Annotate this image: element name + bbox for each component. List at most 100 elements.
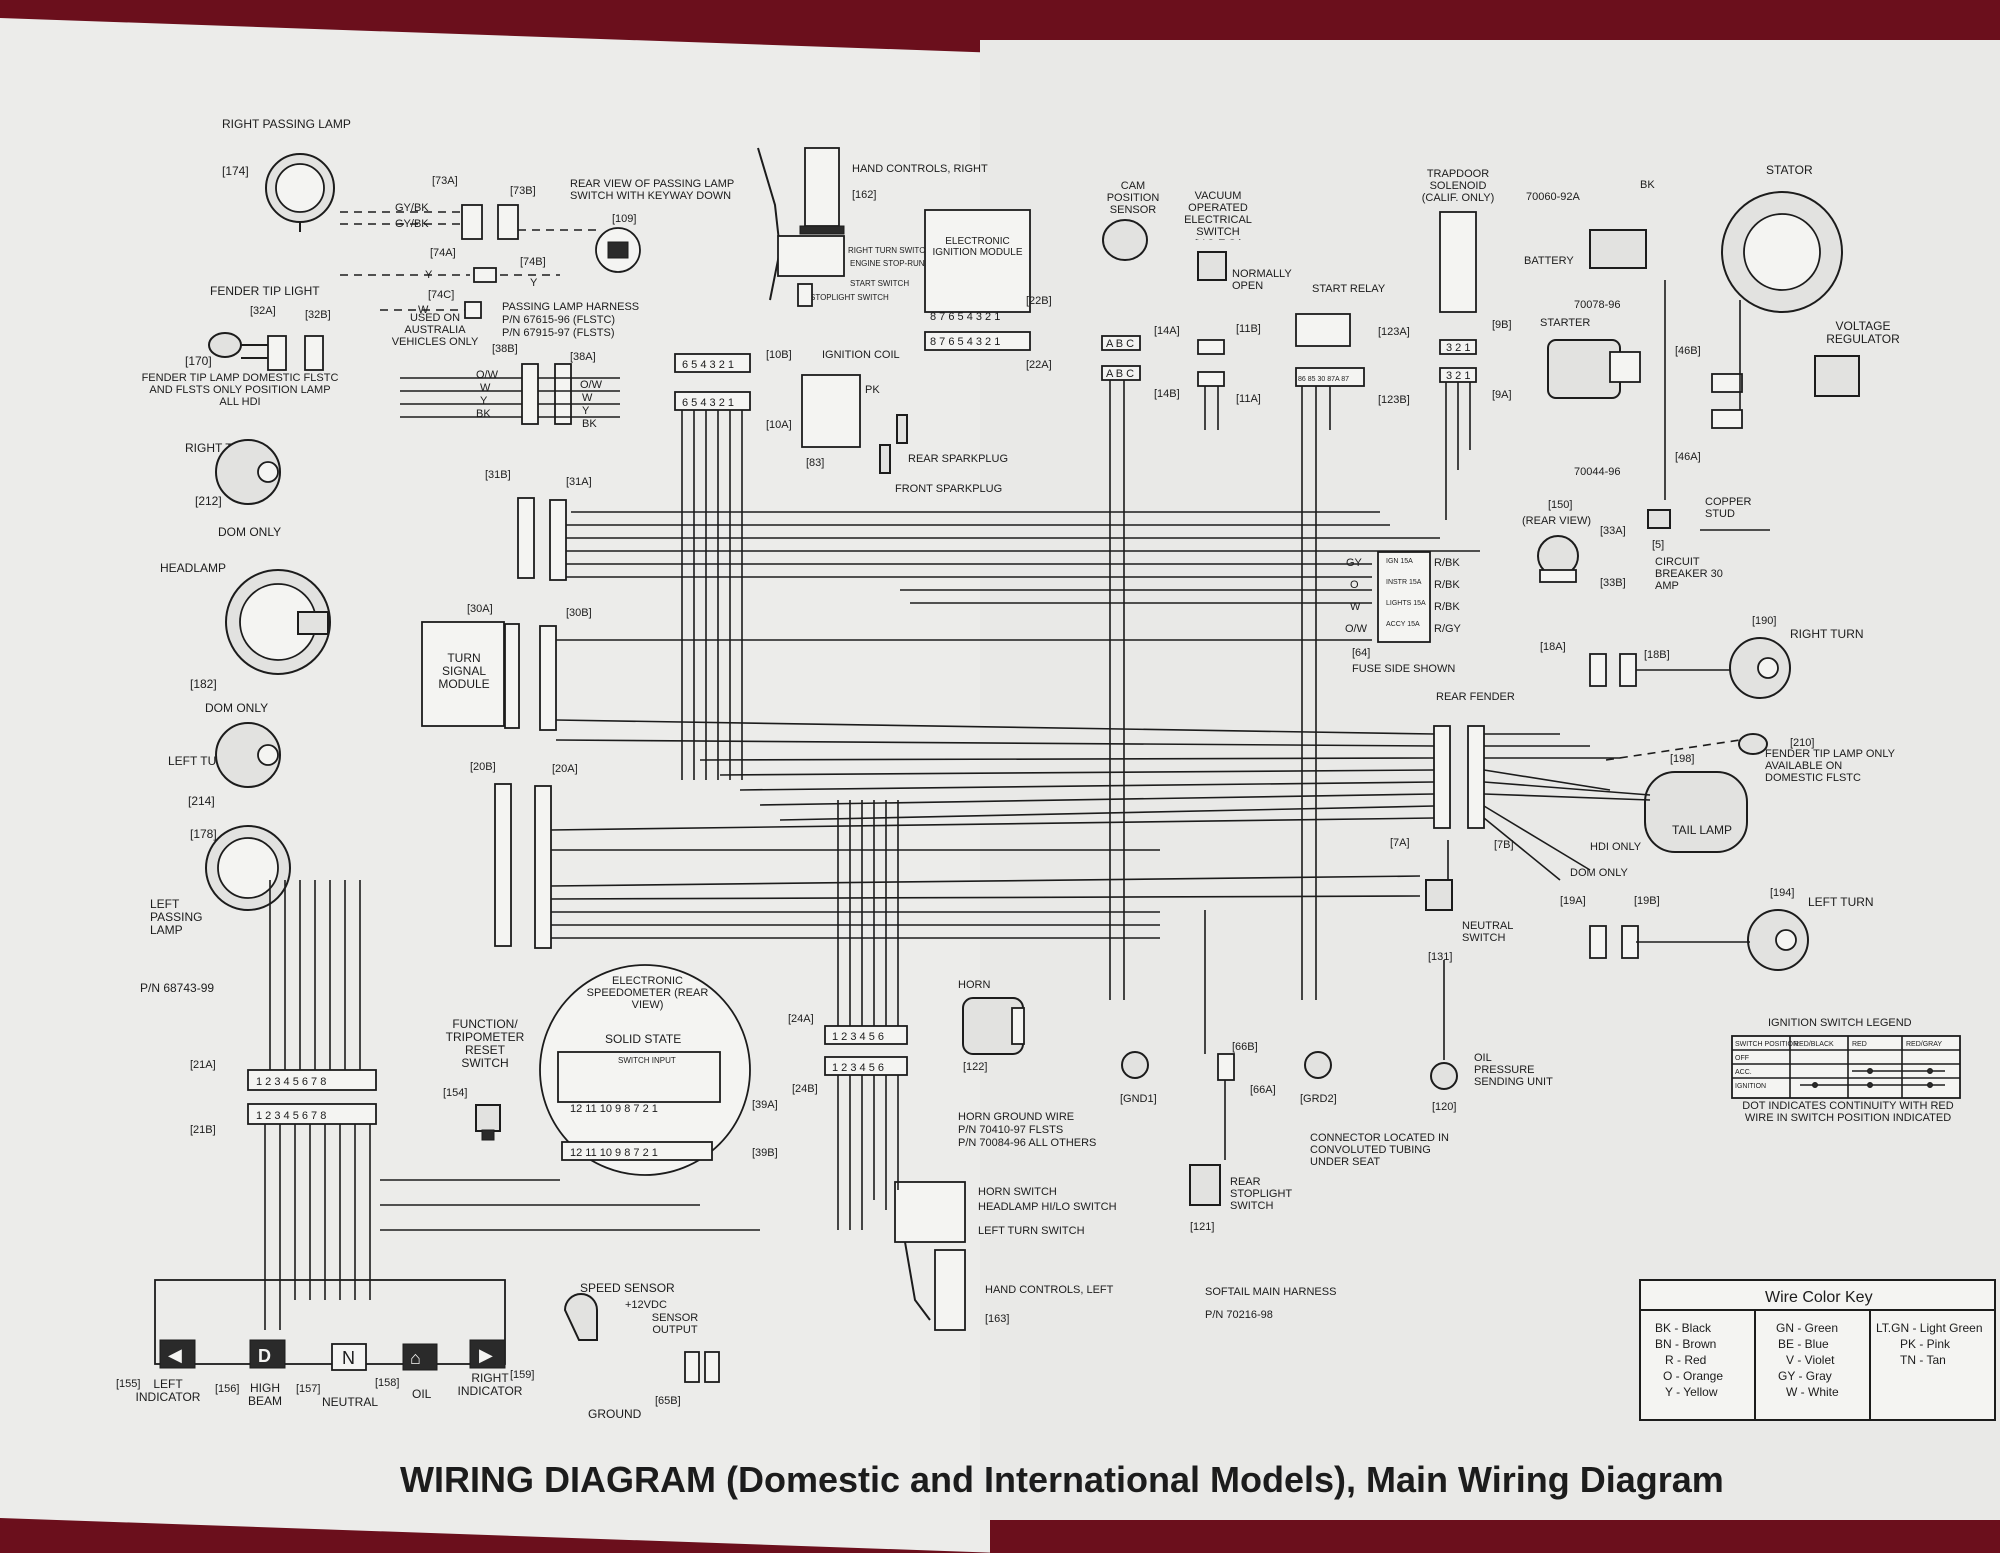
wire-key-bk: BK - Black — [1655, 1321, 1712, 1335]
left-passing-lamp-ref: [178] — [190, 827, 217, 841]
tail-lamp: [198] TAIL LAMP HDI ONLY DOM ONLY — [1570, 753, 1748, 879]
svg-text:W: W — [1350, 601, 1361, 613]
connector-73a-label: [73A] — [432, 175, 458, 187]
speed-sensor: SPEED SENSOR +12VDC SENSOR OUTPUT GROUND… — [563, 1281, 720, 1421]
right-indicator-ref: [159] — [510, 1369, 534, 1381]
left-turn-rear-ref: [194] — [1770, 887, 1794, 899]
right-turn-rear-label: RIGHT TURN — [1790, 627, 1864, 641]
rear-sparkplug-label: REAR SPARKPLUG — [908, 453, 1008, 465]
left-indicator: ◀ [155] LEFT INDICATOR — [116, 1339, 200, 1404]
left-indicator-icon: ◀ — [168, 1345, 182, 1365]
circuit-breaker-label: CIRCUIT BREAKER 30 AMP — [1655, 556, 1723, 592]
connector-10a-label: [22A] — [1026, 359, 1052, 371]
connector-33a-label: [33A] — [1600, 525, 1626, 537]
fuse-block-label: FUSE SIDE SHOWN — [1352, 663, 1455, 675]
horn-label: HORN — [958, 979, 990, 991]
svg-text:Y: Y — [425, 269, 433, 281]
connector-73b-label: [73B] — [510, 185, 536, 197]
neutral-switch: [131] NEUTRAL SWITCH — [1425, 879, 1513, 963]
hand-controls-left-ref: [163] — [985, 1313, 1009, 1325]
neutral-indicator: N [157] NEUTRAL — [296, 1343, 378, 1409]
svg-text:Y: Y — [582, 405, 590, 417]
right-indicator-label: RIGHT INDICATOR — [457, 1372, 523, 1398]
svg-text:W: W — [418, 304, 429, 316]
oil-pressure-sender: OIL PRESSURE SENDING UNIT [120] — [1430, 1052, 1553, 1113]
connector-24b-label: [24B] — [792, 1083, 818, 1095]
connector-66a-label: [66A] — [1250, 1084, 1276, 1096]
svg-text:3 2 1: 3 2 1 — [1446, 342, 1470, 354]
svg-text:BK: BK — [1640, 179, 1655, 191]
headlamp: HEADLAMP [182] DOM ONLY — [160, 561, 331, 715]
wire-key-gn: GN - Green — [1776, 1321, 1838, 1335]
connector-74b-label: [74B] — [520, 256, 546, 268]
connector-20a-label: [20A] — [552, 763, 578, 775]
connector-14b-label: [14B] — [1154, 388, 1180, 400]
wiring-diagram: RIGHT PASSING LAMP [174] FENDER TIP LIGH… — [116, 117, 1996, 1500]
svg-text:W: W — [582, 392, 593, 404]
fender-tip-rear: [210] FENDER TIP LAMP ONLY AVAILABLE ON … — [1738, 733, 1895, 784]
connector-74: [74A] [74B] Y Y [74C] W — [340, 247, 560, 319]
function-switch: FUNCTION/ TRIPOMETER RESET SWITCH [154] — [443, 1018, 524, 1141]
wire-key-bn: BN - Brown — [1655, 1337, 1716, 1351]
fender-tip-rear-ref: [210] — [1790, 737, 1814, 749]
connector-24: [24A] [24B] 1 2 3 4 5 6 1 2 3 4 5 6 — [788, 1013, 908, 1095]
wire-color-key: Wire Color Key BK - Black BN - Brown R -… — [1639, 1279, 1996, 1421]
battery-label: BATTERY — [1524, 255, 1574, 267]
voes: VACUUM OPERATED ELECTRICAL SWITCH (V.O.E… — [1184, 190, 1291, 405]
stoplight-switch-label: STOPLIGHT SWITCH — [810, 293, 889, 302]
start-relay: START RELAY 86 85 30 87A 87 [123A] [123B… — [1295, 283, 1410, 406]
connector-24a-label: [24A] — [788, 1013, 814, 1025]
voltage-regulator-pn: 70044-96 — [1574, 466, 1621, 478]
ignition-coil-label: IGNITION COIL — [822, 349, 900, 361]
connector-note: CONNECTOR LOCATED IN CONVOLUTED TUBING U… — [1310, 1132, 1449, 1168]
high-beam-icon: D — [258, 1346, 271, 1366]
oil-ref: [158] — [375, 1377, 399, 1389]
connector-30a-label: [30A] — [467, 603, 493, 615]
connector-9a-label: [9A] — [1492, 389, 1512, 401]
rear-fender-label: REAR FENDER — [1436, 691, 1515, 703]
svg-text:8 7 6 5 4 3 2 1: 8 7 6 5 4 3 2 1 — [930, 336, 1000, 348]
connector-33b-label: [33B] — [1600, 577, 1626, 589]
rear-fender-connector: REAR FENDER [7A] [7B] — [1390, 691, 1515, 851]
speed-sensor-output: SENSOR OUTPUT — [651, 1312, 699, 1336]
oil-pressure-label: OIL PRESSURE SENDING UNIT — [1474, 1052, 1553, 1088]
wire-color-key-title: Wire Color Key — [1765, 1289, 1873, 1306]
svg-text:1 2 3 4 5 6 7 8: 1 2 3 4 5 6 7 8 — [256, 1110, 326, 1122]
turn-signal-module: [30A] [30B] TURN SIGNAL MODULE — [421, 603, 592, 731]
rear-stoplight-label: REAR STOPLIGHT SWITCH — [1230, 1176, 1292, 1212]
connector-11b-label: [11B] — [1236, 323, 1261, 335]
svg-text:Y: Y — [530, 277, 538, 289]
fender-tip-light-note: FENDER TIP LAMP DOMESTIC FLSTC AND FLSTS… — [141, 372, 339, 408]
indicator-panel: ◀ [155] LEFT INDICATOR D [156] HIGH BEAM… — [116, 1279, 534, 1409]
hand-controls-right-ref: [162] — [852, 189, 876, 201]
legend-header-position: SWITCH POSITION — [1735, 1041, 1798, 1048]
wire-key-be: BE - Blue — [1778, 1337, 1829, 1351]
horn-ground-label: HORN GROUND WIRE — [958, 1111, 1074, 1123]
tail-lamp-label: TAIL LAMP — [1672, 823, 1732, 837]
legend-row-ignition: IGNITION — [1735, 1083, 1766, 1090]
connector-31a-label: [31A] — [566, 476, 592, 488]
function-switch-ref: [154] — [443, 1087, 467, 1099]
wire-key-ltgn: LT.GN - Light Green — [1876, 1321, 1983, 1335]
left-turn-front: LEFT TURN [214] — [168, 722, 281, 808]
rear-stoplight-ref: [121] — [1190, 1221, 1214, 1233]
pn-68743: P/N 68743-99 — [140, 981, 214, 995]
voes-label: VACUUM OPERATED ELECTRICAL SWITCH (V.O.E… — [1184, 190, 1252, 240]
speedometer-switch-input: SWITCH INPUT — [618, 1056, 676, 1065]
headlamp-dom-only: DOM ONLY — [205, 701, 268, 715]
diagram-title: WIRING DIAGRAM (Domestic and Internation… — [400, 1459, 1724, 1500]
connector-20: [20B] [20A] — [470, 761, 578, 949]
wire-key-gy: GY - Gray — [1778, 1369, 1832, 1383]
neutral-ref: [157] — [296, 1383, 320, 1395]
right-turn-switch-label: RIGHT TURN SWITCH — [848, 246, 931, 255]
rear-stoplight: [66B] [66A] [121] REAR STOPLIGHT SWITCH … — [1189, 1041, 1449, 1233]
fender-tip-light-ref: [170] — [185, 354, 212, 368]
right-passing-lamp: RIGHT PASSING LAMP [174] — [222, 117, 351, 232]
legend-header-red: RED — [1852, 1041, 1867, 1048]
ground-points: [GND1] [GRD2] — [1120, 1051, 1337, 1105]
oil-label: OIL — [412, 1387, 432, 1401]
ignition-coil: IGNITION COIL PK [83] REAR SPARKPLUG FRO… — [801, 349, 1008, 495]
left-passing-lamp-label: LEFT PASSING LAMP — [150, 898, 203, 937]
connector-32a-label: [32A] — [250, 305, 276, 317]
trapdoor-solenoid: TRAPDOOR SOLENOID (CALIF. ONLY) 3 2 1 3 … — [1422, 168, 1512, 401]
